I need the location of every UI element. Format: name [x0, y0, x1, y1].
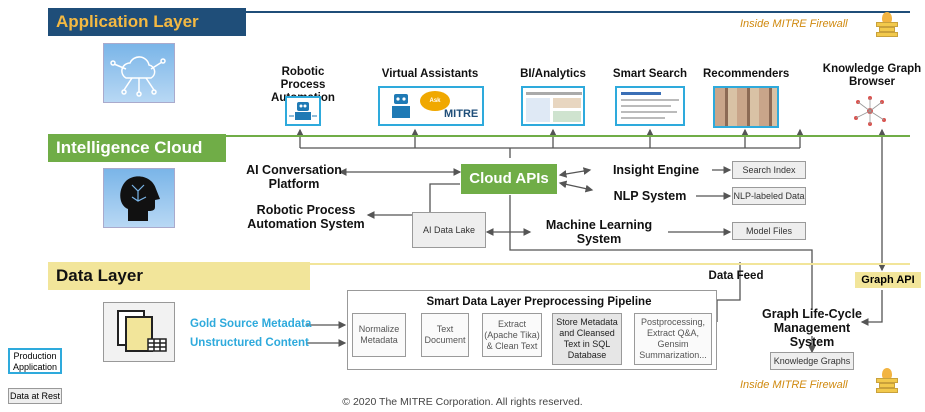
bi-analytics-thumbnail[interactable] [521, 86, 585, 126]
legend-production-application: Production Application [8, 348, 62, 374]
rpa-system-label: Robotic Process Automation System [247, 203, 365, 231]
firewall-icon-bottom [876, 368, 898, 398]
knowledge-graph-icon [848, 94, 892, 128]
pipeline-title: Smart Data Layer Preprocessing Pipeline [426, 296, 652, 308]
model-files-box: Model Files [732, 222, 806, 240]
insight-engine-label: Insight Engine [612, 163, 700, 177]
application-layer-band: Application Layer [48, 8, 246, 36]
mitre-logo: MITRE [444, 108, 479, 120]
intelligence-cloud-line [226, 135, 910, 137]
graph-api-box[interactable]: Graph API [855, 272, 921, 288]
application-layer-line [246, 11, 910, 13]
recommenders-label: Recommenders [703, 68, 790, 80]
store-sql-step: Store Metadata and Cleansed Text in SQL … [552, 313, 622, 365]
extract-clean-text-step: Extract (Apache Tika) & Clean Text [482, 313, 542, 357]
knowledge-graph-browser-label: Knowledge Graph Browser [822, 63, 922, 88]
ai-head-icon [103, 168, 175, 228]
firewall-icon-top [876, 12, 898, 42]
virtual-assistants-thumbnail[interactable]: Ask MITRE [378, 86, 484, 126]
cloud-network-icon [103, 43, 175, 103]
copyright-footer: © 2020 The MITRE Corporation. All rights… [342, 396, 583, 408]
cloud-apis-box[interactable]: Cloud APIs [461, 164, 557, 194]
bi-analytics-label: BI/Analytics [520, 68, 586, 80]
virtual-assistants-label: Virtual Assistants [381, 68, 479, 80]
smart-search-label: Smart Search [612, 68, 688, 80]
data-layer-band: Data Layer [48, 262, 310, 290]
machine-learning-system-label: Machine Learning System [545, 218, 653, 246]
database-documents-icon [103, 302, 175, 362]
ask-bubble: Ask [420, 91, 450, 111]
normalize-metadata-step: Normalize Metadata [352, 313, 406, 357]
graph-lifecycle-label: Graph Life-Cycle Management System [761, 307, 863, 349]
firewall-label-top: Inside MITRE Firewall [740, 18, 848, 30]
ai-data-lake-box: AI Data Lake [412, 212, 486, 248]
unstructured-content-label: Unstructured Content [190, 337, 309, 349]
postprocessing-step: Postprocessing, Extract Q&A, Gensim Summ… [634, 313, 712, 365]
text-document-step: Text Document [421, 313, 469, 357]
data-feed-label: Data Feed [708, 270, 764, 282]
nlp-labeled-data-box: NLP-labeled Data [732, 187, 806, 205]
gold-source-metadata-label: Gold Source Metadata [190, 318, 312, 330]
nlp-system-label: NLP System [613, 189, 687, 203]
intelligence-cloud-band: Intelligence Cloud [48, 134, 226, 162]
legend-data-at-rest: Data at Rest [8, 388, 62, 404]
rpa-app-thumbnail[interactable] [285, 96, 321, 126]
recommenders-thumbnail[interactable] [713, 86, 779, 128]
smart-search-thumbnail[interactable] [615, 86, 685, 126]
data-layer-line [310, 263, 910, 265]
firewall-label-bottom: Inside MITRE Firewall [740, 379, 848, 391]
knowledge-graphs-box: Knowledge Graphs [770, 352, 854, 370]
search-index-box: Search Index [732, 161, 806, 179]
ai-conversation-platform-label: AI Conversation Platform [246, 163, 342, 191]
